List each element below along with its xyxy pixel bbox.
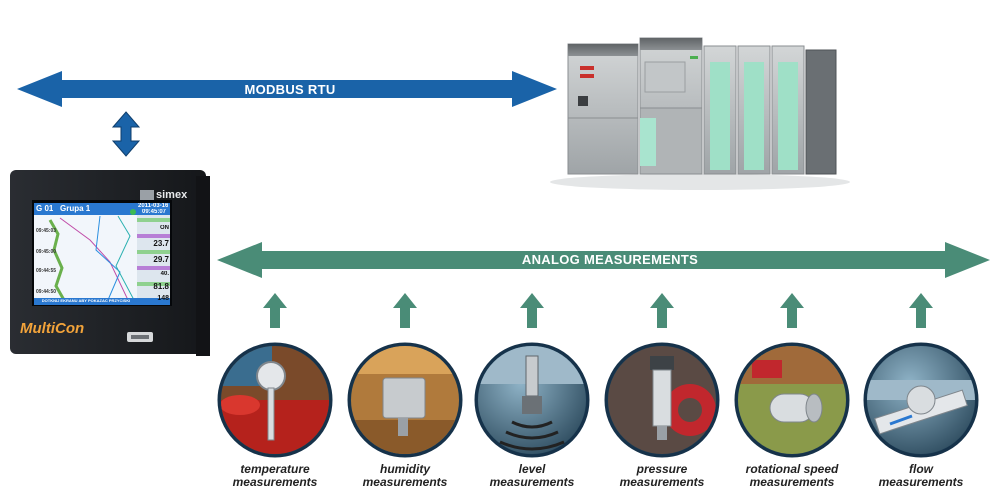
pressure-sensor-icon [604,342,720,458]
screen-value: 40. [160,271,169,277]
level-sensor-icon [474,342,590,458]
thermometer-icon [217,342,333,458]
rotation-sensor-icon [734,342,850,458]
screen-date: 2011-03-16 [138,203,169,209]
screen-footer: DOTKNIJ EKRANU ABY POKAZAC PRZYCISKI [41,298,131,303]
screen-value: 81.8 [153,282,169,291]
screen-time: 09:45:07 [142,209,167,215]
screen-group-name: Grupa 1 [60,204,91,213]
plc-controller [550,37,850,190]
screen-time-mark: 09:44:50 [36,289,57,295]
modbus-arrow [17,71,557,107]
link-arrow [111,111,141,157]
multicon-recorder [10,170,210,356]
device-brand: simex [156,189,188,201]
humidity-sensor-icon [347,342,463,458]
screen-time-mark: 09:44:55 [36,268,57,274]
screen-time-mark: 09:45:00 [36,249,57,255]
screen-time-mark: 09:45:03 [36,228,57,234]
measurement-arrows [263,293,933,328]
analog-label: ANALOG MEASUREMENTS [521,252,699,267]
flow-meter-icon [863,342,979,458]
screen-value: 148 [157,295,169,302]
screen-value: 23.7 [153,239,169,248]
analog-arrow [217,242,990,278]
modbus-label: MODBUS RTU [244,82,336,97]
device-logo: MultiCon [20,320,85,337]
screen-value: 29.7 [153,255,169,264]
screen-group: G 01 [36,204,54,213]
screen-value: ON [160,225,169,231]
